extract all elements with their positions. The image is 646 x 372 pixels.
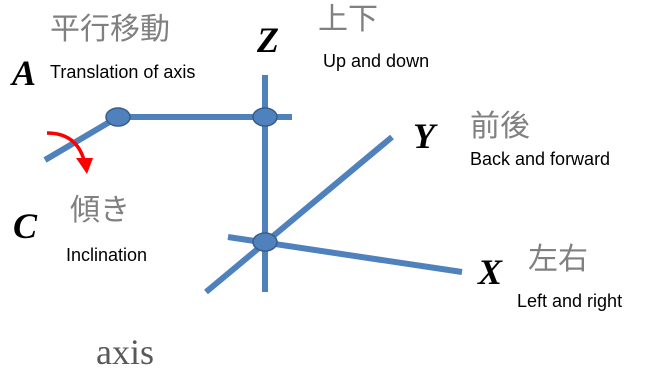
joint-nodes bbox=[105, 107, 278, 252]
a-japanese-label: 平行移動 bbox=[50, 12, 170, 47]
a-english-label: Translation of axis bbox=[50, 62, 196, 82]
rotation-arrowhead bbox=[76, 158, 93, 174]
rotation-arrow-curve bbox=[46, 131, 86, 161]
z-japanese-label: 上下 bbox=[318, 2, 378, 37]
joint-node-a bbox=[105, 107, 131, 127]
c-japanese-label: 傾き bbox=[70, 193, 130, 228]
figure-caption: axis bbox=[96, 332, 154, 372]
joint-node-center bbox=[252, 232, 278, 252]
c-english-label: Inclination bbox=[66, 245, 148, 265]
c-axis-letter: C bbox=[13, 206, 38, 246]
y-axis-line bbox=[204, 134, 394, 295]
tilted-c-arm bbox=[43, 114, 120, 163]
y-axis-letter: Y bbox=[413, 116, 435, 156]
z-axis-letter: Z bbox=[257, 20, 279, 60]
x-japanese-label: 左右 bbox=[528, 242, 588, 277]
rotation-arrow bbox=[46, 131, 93, 174]
x-english-label: Left and right bbox=[517, 291, 623, 311]
z-english-label: Up and down bbox=[323, 51, 430, 71]
y-japanese-label: 前後 bbox=[470, 109, 530, 144]
a-axis-letter: A bbox=[12, 53, 37, 93]
x-axis-letter: X bbox=[478, 252, 503, 292]
y-english-label: Back and forward bbox=[470, 149, 611, 169]
joint-node-top bbox=[252, 107, 278, 127]
